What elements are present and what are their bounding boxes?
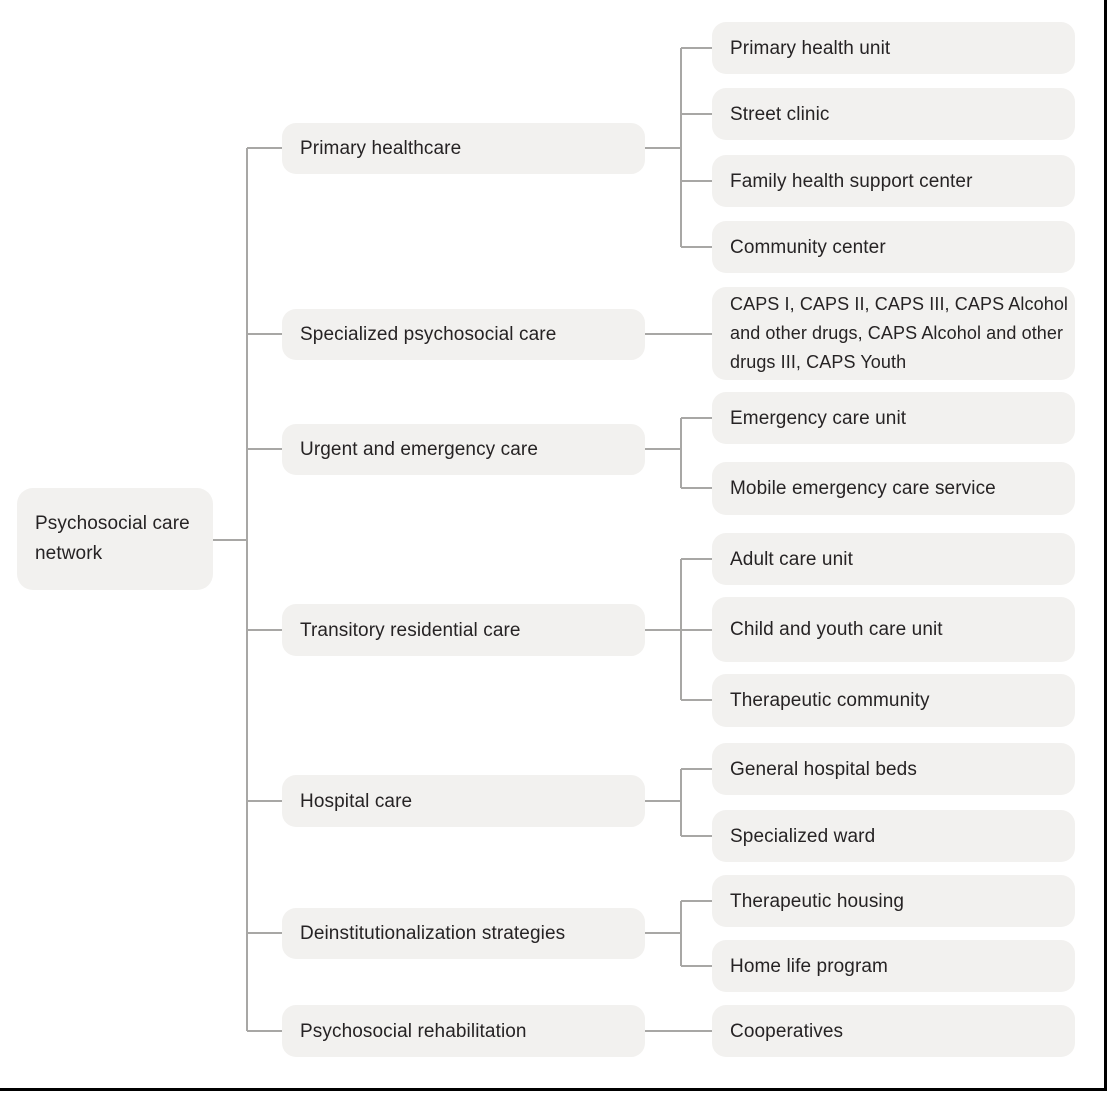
node-home-life-program: Home life program [712,940,1075,992]
node-primary-health-unit: Primary health unit [712,22,1075,74]
node-community-center: Community center [712,221,1075,273]
node-emergency-care-unit: Emergency care unit [712,392,1075,444]
page-border-bottom [0,1088,1107,1091]
node-therapeutic-community: Therapeutic community [712,674,1075,727]
page-border-right [1104,0,1107,1091]
node-cooperatives: Cooperatives [712,1005,1075,1057]
node-psychosocial-care-network: Psychosocial care network [17,488,213,590]
node-child-and-youth-care-unit: Child and youth care unit [712,597,1075,662]
node-family-health-support-center: Family health support center [712,155,1075,207]
node-deinstitutionalization-strategies: Deinstitutionalization strategies [282,908,645,959]
node-mobile-emergency-care-service: Mobile emergency care service [712,462,1075,515]
node-specialized-ward: Specialized ward [712,810,1075,862]
node-urgent-and-emergency-care: Urgent and emergency care [282,424,645,475]
node-hospital-care: Hospital care [282,775,645,827]
node-psychosocial-rehabilitation: Psychosocial rehabilitation [282,1005,645,1057]
node-general-hospital-beds: General hospital beds [712,743,1075,795]
node-primary-healthcare: Primary healthcare [282,123,645,174]
node-specialized-psychosocial-care: Specialized psychosocial care [282,309,645,360]
node-adult-care-unit: Adult care unit [712,533,1075,585]
node-street-clinic: Street clinic [712,88,1075,140]
node-therapeutic-housing: Therapeutic housing [712,875,1075,927]
node-caps-services: CAPS I, CAPS II, CAPS III, CAPS Alcohol … [712,287,1075,380]
node-transitory-residential-care: Transitory residential care [282,604,645,656]
